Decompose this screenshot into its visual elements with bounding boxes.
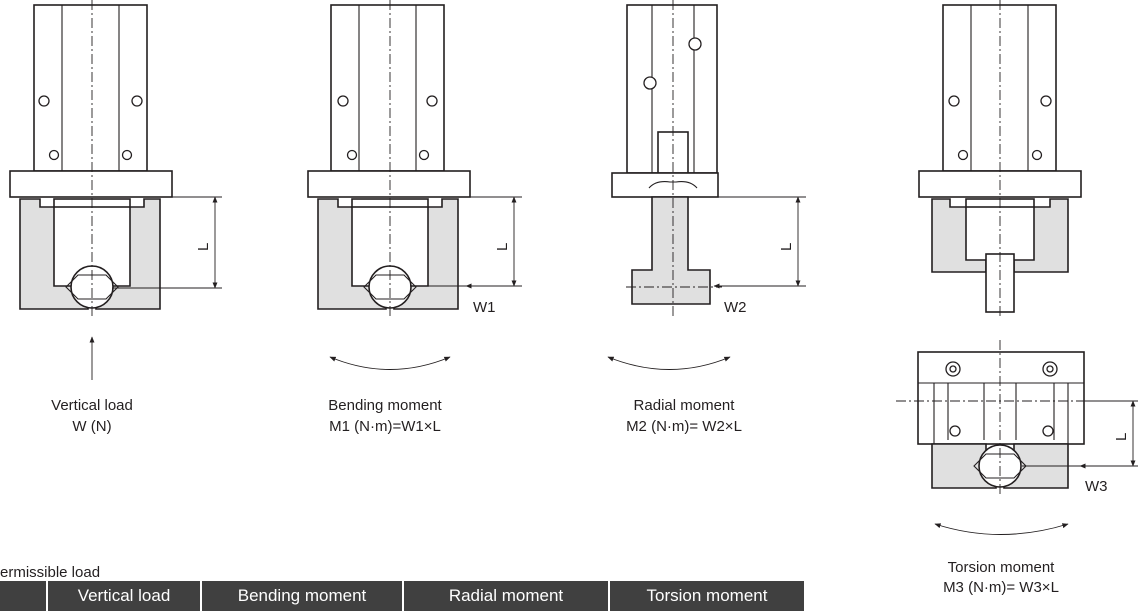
jaw-left	[931, 198, 987, 273]
mount-hole	[957, 149, 969, 161]
port-hole	[1040, 95, 1052, 107]
port-hole	[949, 425, 961, 437]
jaw-finger	[631, 196, 711, 305]
force-label: W3	[1085, 478, 1108, 495]
permissible-load-table-header: Vertical load Bending moment Radial mome…	[0, 581, 804, 611]
caption-formula: M3 (N·m)= W3×L	[943, 579, 1059, 595]
mount-hole	[418, 149, 430, 161]
caption-formula: W (N)	[72, 418, 111, 435]
table-header-bending-moment: Bending moment	[200, 581, 402, 611]
dimension-label: L	[778, 243, 795, 251]
port-hole	[643, 76, 657, 90]
mount-hole	[48, 149, 60, 161]
jaw-left	[19, 198, 89, 310]
dimension-label: L	[195, 243, 212, 251]
table-header-vertical-load: Vertical load	[46, 581, 200, 611]
section-heading: ermissible load	[0, 564, 101, 581]
mount-hole	[346, 149, 358, 161]
caption-title: Torsion moment	[948, 559, 1056, 576]
mount-hole	[121, 149, 133, 161]
caption-title: Vertical load	[51, 397, 133, 414]
force-label: W2	[724, 299, 747, 316]
gripper-torsion-moment: L W3 Torsion moment M3 (N·m)= W3×L	[896, 0, 1138, 595]
jaw-right	[1013, 198, 1069, 273]
caption-formula: M2 (N·m)= W2×L	[626, 418, 742, 435]
force-label: W1	[473, 299, 496, 316]
gripper-vertical-load: L Vertical load W (N)	[9, 0, 222, 435]
gripper-radial-moment: L W2 Radial moment M2 (N·m)= W2×L	[607, 0, 806, 435]
caption-title: Radial moment	[634, 397, 736, 414]
port-hole	[131, 95, 143, 107]
table-header-cell	[0, 581, 46, 611]
jaw-left	[317, 198, 387, 310]
caption-formula: M1 (N·m)=W1×L	[329, 418, 441, 435]
port-hole	[426, 95, 438, 107]
port-hole	[337, 95, 349, 107]
table-header-torsion-moment: Torsion moment	[608, 581, 804, 611]
gripper-bending-moment: L W1 Bending moment M1 (N·m)=W1×L	[307, 0, 522, 435]
jaw-right	[95, 198, 161, 310]
dimension-label: L	[1113, 433, 1130, 441]
mount-hole	[1031, 149, 1043, 161]
port-hole	[688, 37, 702, 51]
caption-title: Bending moment	[328, 397, 442, 414]
port-hole	[1042, 425, 1054, 437]
port-hole	[948, 95, 960, 107]
port-hole	[38, 95, 50, 107]
load-diagram: L Vertical load W (N) L W1 Bending momen…	[9, 0, 1138, 595]
dimension-label: L	[494, 243, 511, 251]
table-header-radial-moment: Radial moment	[402, 581, 608, 611]
